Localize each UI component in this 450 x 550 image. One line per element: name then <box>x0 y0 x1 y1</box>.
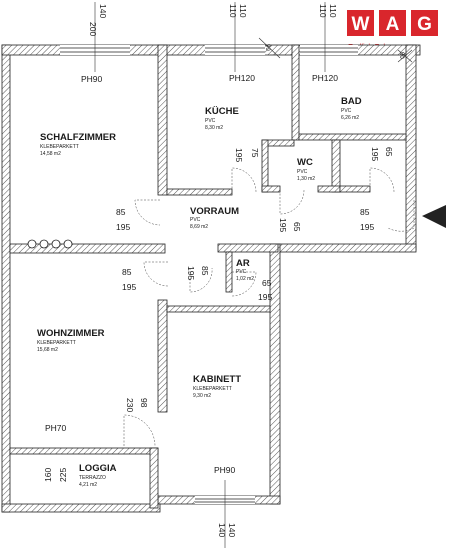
door-loggia-height: 230 <box>125 398 135 412</box>
room-name: WOHNZIMMER <box>37 328 105 339</box>
room-area: 15,68 m2 <box>37 347 58 353</box>
room-bad: BAD PVC 6,26 m2 <box>341 96 362 121</box>
room-area: 1,30 m2 <box>297 176 315 182</box>
door-wc-width: 65 <box>292 222 302 232</box>
door-schlafzimmer-width: 85 <box>116 207 126 217</box>
room-ar: AR PVC 1,02 m2 <box>236 258 254 282</box>
window-width-schlafzimmer: 200 <box>88 22 98 36</box>
door-swings <box>27 167 446 447</box>
door-ar-width: 65 <box>262 278 272 288</box>
door-kueche-width: 75 <box>250 148 260 158</box>
window-width-bad: 110 <box>318 4 328 18</box>
door-entry-width: 85 <box>360 207 370 217</box>
radiator-circle <box>51 239 61 249</box>
wag-logo: W A G Endlich Zuhause. <box>347 10 438 51</box>
window-height-bad: 110 <box>328 4 338 18</box>
room-loggia: LOGGIA TERRAZZO 4,21 m2 <box>79 463 117 488</box>
room-area: 1,02 m2 <box>236 276 254 282</box>
window-labels: 200 140 110 110 110 110 140 140 90 90 <box>88 4 404 537</box>
door-kabinett-width: 85 <box>200 266 210 276</box>
room-area: 8,69 m2 <box>190 224 208 230</box>
room-floor: PVC <box>205 118 216 124</box>
window-height-schlafzimmer: 140 <box>98 4 108 18</box>
door-loggia-width: 98 <box>139 398 149 408</box>
parapet-bad: PH120 <box>312 73 338 83</box>
room-floor: PVC <box>190 217 201 223</box>
room-area: 8,30 m2 <box>205 125 223 131</box>
room-floor: PVC <box>236 269 247 275</box>
door-wohnzimmer-height: 195 <box>122 282 136 292</box>
room-schlafzimmer: SCHALFZIMMER KLEBEPARKETT 14,58 m2 <box>40 132 116 157</box>
room-floor: KLEBEPARKETT <box>37 340 76 346</box>
parapet-wohnzimmer: PH70 <box>45 423 67 433</box>
door-kueche-height: 195 <box>234 148 244 162</box>
room-name: KABINETT <box>193 374 241 385</box>
door-ar-height: 195 <box>258 292 272 302</box>
entrance-arrow-icon <box>422 205 446 228</box>
door-kabinett-height: 195 <box>186 266 196 280</box>
room-floor: TERRAZZO <box>79 475 106 481</box>
room-area: 4,21 m2 <box>79 482 97 488</box>
logo-letter-g: G <box>417 14 432 35</box>
room-floor: KLEBEPARKETT <box>193 386 232 392</box>
room-kueche: KÜCHE PVC 8,30 m2 <box>205 106 239 131</box>
loggia-window-height: 225 <box>58 468 68 482</box>
door-wohnzimmer-width: 85 <box>122 267 132 277</box>
parapet-kabinett: PH90 <box>214 465 236 475</box>
door-wc-height: 195 <box>278 218 288 232</box>
radiator-circle <box>27 239 37 249</box>
radiator-circle <box>39 239 49 249</box>
room-floor: KLEBEPARKETT <box>40 144 79 150</box>
logo-letter-a: A <box>386 14 400 35</box>
room-area: 14,58 m2 <box>40 151 61 157</box>
door-dimensions: 75 195 65 195 65 195 85 195 85 195 85 19… <box>43 147 394 482</box>
room-floor: PVC <box>341 108 352 114</box>
window-height-kabinett: 140 <box>227 523 237 537</box>
room-name: KÜCHE <box>205 106 239 117</box>
room-area: 6,26 m2 <box>341 115 359 121</box>
room-name: VORRAUM <box>190 206 239 217</box>
room-vorraum: VORRAUM PVC 8,69 m2 <box>190 206 239 230</box>
room-name: WC <box>297 157 313 168</box>
door-schlafzimmer-height: 195 <box>116 222 130 232</box>
room-floor: PVC <box>297 169 308 175</box>
window-dimension-lines <box>94 2 413 548</box>
loggia-window-width: 160 <box>43 468 53 482</box>
window-small-a: 90 <box>264 44 270 51</box>
room-kabinett: KABINETT KLEBEPARKETT 9,30 m2 <box>193 374 241 399</box>
room-wc: WC PVC 1,30 m2 <box>297 157 315 182</box>
room-area: 9,30 m2 <box>193 393 211 399</box>
room-wohnzimmer: WOHNZIMMER KLEBEPARKETT 15,68 m2 <box>37 328 105 353</box>
parapet-labels: PH90 PH120 PH120 PH70 PH90 <box>45 73 338 475</box>
door-entry-height: 195 <box>360 222 374 232</box>
door-bad-width: 65 <box>384 147 394 157</box>
logo-letter-w: W <box>352 14 370 35</box>
room-name: SCHALFZIMMER <box>40 132 116 143</box>
radiator-circle <box>63 239 73 249</box>
room-name: BAD <box>341 96 362 107</box>
parapet-schlafzimmer: PH90 <box>81 74 103 84</box>
room-name: AR <box>236 258 250 269</box>
window-small-b: 90 <box>398 52 404 59</box>
window-width-kueche: 110 <box>228 4 238 18</box>
window-width-kabinett: 140 <box>217 523 227 537</box>
room-name: LOGGIA <box>79 463 117 474</box>
parapet-kueche: PH120 <box>229 73 255 83</box>
door-bad-height: 195 <box>370 147 380 161</box>
window-height-kueche: 110 <box>238 4 248 18</box>
